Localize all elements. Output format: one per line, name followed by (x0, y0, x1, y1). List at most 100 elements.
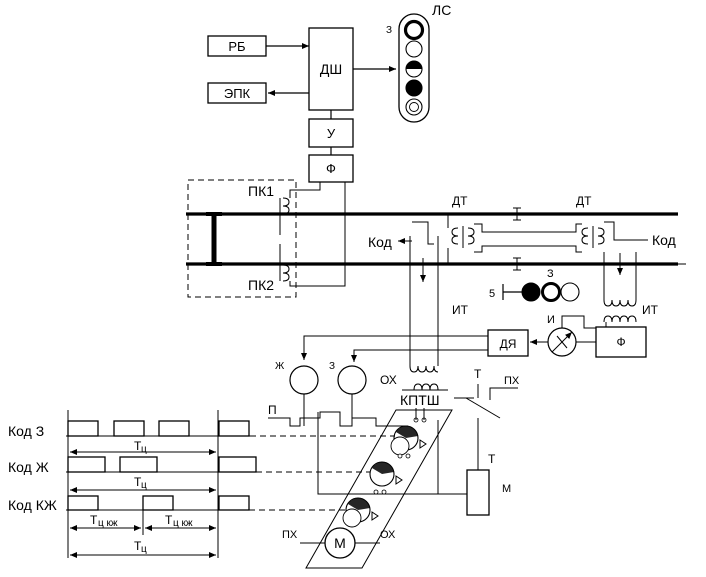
zh-relay (289, 365, 319, 395)
it-right-coil-bottom (603, 315, 637, 323)
signal-lamp-yellow (560, 282, 580, 302)
kod-left-wire (412, 221, 434, 245)
kod-kzh-pulse (67, 495, 99, 511)
ls-lamp-white-inner (409, 102, 419, 112)
dya-box (487, 329, 529, 357)
px-top-wire (489, 387, 518, 400)
rb-label: РБ (228, 39, 245, 54)
signal-lamp-red (521, 282, 541, 302)
zh-relay-label: Ж (275, 361, 285, 372)
dsh-label: ДШ (320, 61, 342, 77)
it-right-coil-top (603, 299, 637, 307)
locomotive-boundary (187, 179, 297, 298)
tczh2-main: T (165, 513, 173, 527)
ls-lamp-white (405, 98, 423, 116)
cam-group-1 (390, 425, 419, 456)
kod-zh-pulse (218, 456, 257, 473)
dt-right-coil-b (597, 227, 605, 245)
kod-left-label: Код (368, 234, 392, 250)
cam-group-2 (369, 461, 395, 487)
f-to-pk2-wire (289, 182, 346, 287)
tc3-main: T (134, 539, 142, 553)
pk2-coil (282, 264, 290, 282)
ox-top-label: ОХ (380, 373, 397, 387)
dt-right-coil-a (581, 227, 589, 245)
p-contacts-wire (268, 411, 408, 427)
contact-2a (397, 453, 403, 459)
kod-kzh-pulse (142, 495, 174, 511)
tczh2-sub: ц кж (173, 518, 193, 529)
dt-left-coil-b (467, 227, 475, 245)
f-top-label: Ф (326, 161, 336, 176)
cam-2-lobe (372, 462, 394, 474)
dya-to-z-relay-wire (351, 349, 488, 362)
f-to-pk1-wire (289, 182, 321, 198)
kod-z-label: Код З (8, 423, 44, 439)
tczh1-sub: ц кж (98, 518, 118, 529)
it-left-label: ИТ (452, 303, 469, 317)
tc2-main: T (134, 475, 142, 489)
px-top-label: ПХ (504, 375, 520, 387)
motor-label: М (334, 535, 346, 551)
epk-label: ЭПК (224, 86, 251, 101)
t-top-label: Т (474, 367, 482, 381)
ls-lamp-yellow (405, 40, 423, 58)
track-section: ПК1 ПК2 ДТ ДТ Код Код (186, 179, 686, 569)
kod-z-pulse (158, 420, 190, 437)
ls-z-label: З (386, 25, 392, 36)
f-right-label: Ф (616, 335, 625, 349)
epk-box (207, 82, 267, 104)
kod-zh-pulse (119, 456, 158, 473)
kod-right-label: Код (652, 232, 676, 248)
u-label: У (327, 126, 336, 141)
cam-3-roller (342, 508, 362, 528)
code-transmitter-frame (305, 409, 453, 569)
tc1-sub: ц (141, 444, 147, 455)
pk1-label: ПК1 (248, 183, 274, 199)
signal-z-label: З (547, 268, 554, 280)
cam-1-roller (390, 436, 410, 456)
kptsh-coil (413, 383, 439, 391)
kod-zh-pulse (67, 456, 106, 473)
t-m-box (466, 469, 490, 516)
pulse-meter-tick (556, 335, 568, 349)
ls-lamp-red (405, 79, 423, 97)
kod-zh-label: Код Ж (8, 459, 49, 475)
kod-z-pulse (113, 420, 145, 437)
contact-3a (373, 489, 379, 495)
kod-z-pulse (67, 420, 99, 437)
m-box-label: М (502, 483, 511, 495)
ls-lamp-green (403, 19, 425, 41)
f-top-box (308, 154, 354, 183)
dt-link-bottom (474, 245, 582, 253)
pk2-label: ПК2 (248, 277, 274, 293)
z-relay (337, 365, 367, 395)
z-relay-label: З (329, 361, 335, 372)
kod-right-wire (604, 221, 648, 241)
dsh-box (308, 27, 354, 111)
p-label: П (268, 403, 277, 417)
t-box-label: Т (488, 452, 496, 466)
ox-bottom-label: ОХ (380, 529, 396, 541)
pk1-coil (282, 197, 290, 215)
dt-left-coil-a (451, 227, 459, 245)
kod-z-pulse (218, 420, 250, 437)
pulse-meter-return-wire (561, 315, 596, 329)
ls-label: ЛС (432, 2, 451, 18)
tc1-main: T (134, 439, 142, 453)
contact-arrow-3 (371, 511, 379, 521)
kod-kzh-pulse (218, 495, 250, 511)
dya-label: ДЯ (500, 337, 517, 351)
signal-5-label: 5 (489, 288, 495, 300)
contact-arrow-2 (395, 475, 403, 485)
contact-arrow-1 (419, 439, 427, 449)
it-left-coil (409, 365, 439, 373)
it-right-label: ИТ (642, 303, 659, 317)
kod-kzh-label: Код КЖ (8, 497, 57, 513)
p-to-m-wire (317, 412, 467, 495)
tczh1-main: T (90, 513, 98, 527)
contact-2b (405, 453, 411, 459)
cam-group-3 (342, 497, 371, 528)
